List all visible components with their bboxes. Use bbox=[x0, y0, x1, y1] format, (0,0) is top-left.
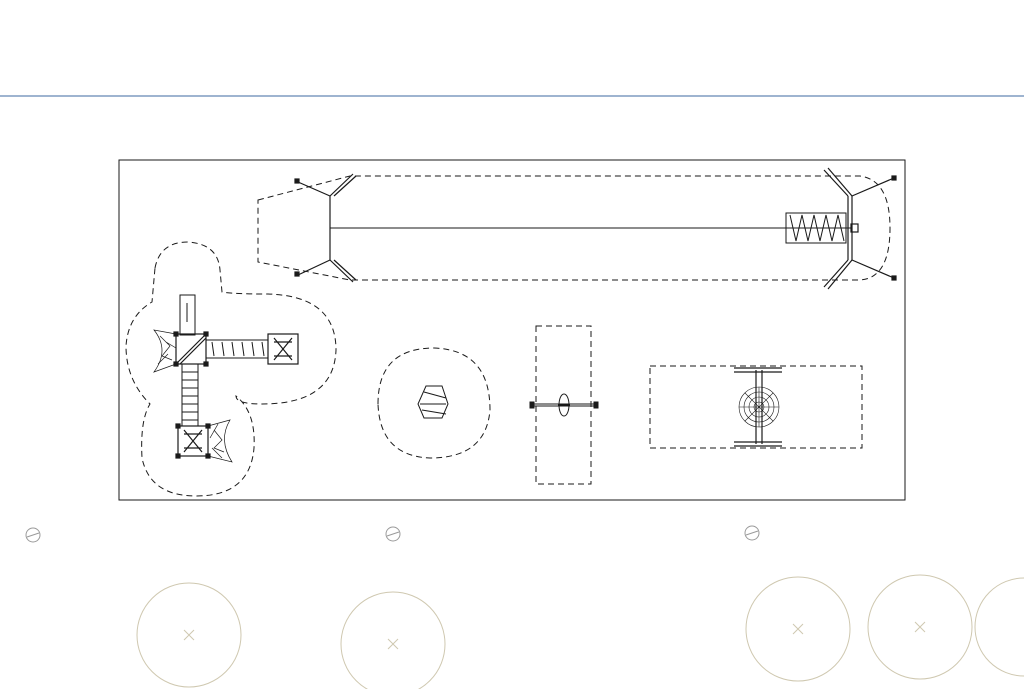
utility-marker-2[interactable] bbox=[385, 526, 401, 542]
ladder bbox=[181, 363, 199, 427]
zipline-platform bbox=[785, 212, 847, 244]
spring-rider-body bbox=[417, 385, 449, 419]
tree-symbol-5[interactable] bbox=[974, 577, 1024, 677]
climbing-net-lower bbox=[207, 419, 233, 463]
utility-marker-1[interactable] bbox=[25, 527, 41, 543]
side-deck bbox=[267, 333, 299, 365]
zipline-end-frame bbox=[823, 167, 897, 290]
nest-swing[interactable] bbox=[649, 365, 863, 449]
tree-symbol-1[interactable] bbox=[136, 582, 242, 688]
lower-deck bbox=[175, 423, 211, 459]
slide bbox=[179, 294, 196, 336]
spring-rider[interactable] bbox=[377, 347, 491, 459]
zipline-start-frame bbox=[294, 173, 357, 283]
climbing-net-upper bbox=[153, 329, 177, 373]
zipline-safety-zone bbox=[257, 175, 891, 281]
play-tower-safety-zone bbox=[125, 241, 337, 497]
play-tower[interactable] bbox=[125, 241, 337, 497]
site-boundary bbox=[118, 159, 906, 501]
rope-bridge bbox=[205, 339, 269, 359]
seesaw-beam bbox=[529, 393, 599, 417]
tree-symbol-4[interactable] bbox=[867, 574, 973, 680]
seesaw-safety-zone bbox=[535, 325, 592, 485]
spring-rider-safety-zone bbox=[377, 347, 491, 459]
tree-symbol-2[interactable] bbox=[340, 591, 446, 689]
main-deck bbox=[173, 331, 209, 367]
nest-swing-safety-zone bbox=[649, 365, 863, 449]
seesaw[interactable] bbox=[529, 325, 599, 485]
tree-symbol-3[interactable] bbox=[745, 576, 851, 682]
nest-swing-seat bbox=[738, 386, 780, 428]
utility-marker-3[interactable] bbox=[744, 525, 760, 541]
zipline[interactable] bbox=[257, 167, 897, 290]
utility-marker[interactable] bbox=[25, 525, 760, 543]
tree-symbols[interactable] bbox=[136, 574, 1024, 689]
